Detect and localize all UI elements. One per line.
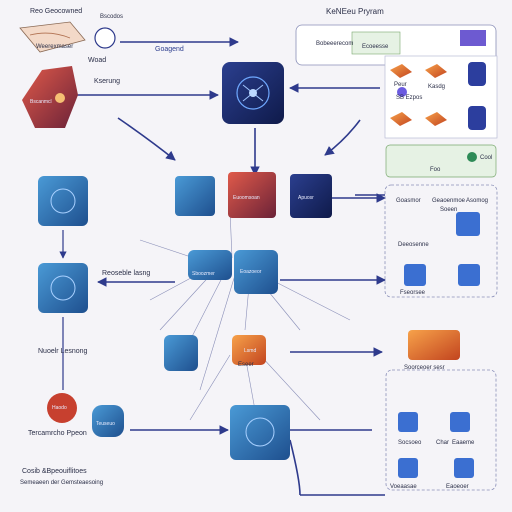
label-cube-dark: Apuosr — [298, 195, 314, 201]
label-green-b: Foo — [430, 167, 441, 173]
cluster-icon-3 — [458, 264, 480, 286]
connector-lines — [70, 37, 386, 496]
label-bottom-left-c: Semeaeen der Gemsteaesoing — [20, 480, 104, 486]
orange-right-node — [408, 330, 460, 360]
label-red-circle: Haodo — [52, 405, 67, 411]
label-top-left-card: Weerexmaser — [36, 44, 74, 50]
br-icon-4 — [454, 458, 474, 478]
label-right-panel-mid: Ecoeesse — [362, 44, 389, 50]
blue-small-node — [92, 405, 124, 437]
left-blue-node-2 — [38, 263, 88, 313]
right-cluster — [384, 184, 498, 298]
label-orange-right: Soorceoer sesr — [404, 365, 445, 371]
label-br-d: Voeaasae — [390, 484, 417, 490]
cluster-icon-1 — [456, 212, 480, 236]
blue-pair-b — [234, 250, 278, 294]
label-blue-small: Teuseuo — [96, 421, 115, 427]
label-blue-pair-b: Eoazoeor — [240, 269, 262, 275]
label-cluster-e: Deeosenne — [398, 242, 429, 248]
label-blue-pair-a: Sboozmer — [192, 271, 215, 277]
hex-node — [22, 66, 78, 128]
label-top-left-title: Reo Geocowned — [30, 8, 83, 15]
label-cluster-b: Geaoenmoe — [432, 198, 466, 204]
top-left-card — [19, 21, 86, 53]
mid-blue-cube — [175, 176, 215, 216]
right-shelf — [384, 55, 498, 139]
label-top-left-note: Bscodos — [100, 14, 124, 20]
glow-dot — [55, 93, 65, 103]
label-right-panel-left: Bobeeerecom — [316, 41, 354, 47]
br-icon-1 — [398, 412, 418, 432]
orange-cube — [232, 335, 266, 365]
label-right-shelf-b: Kasdg — [428, 84, 446, 90]
label-top-center: Goagend — [155, 46, 184, 53]
bottom-center-node — [230, 405, 290, 460]
label-cluster-c: Soeen — [440, 207, 458, 213]
top-left-node — [94, 27, 116, 49]
bottom-right-cluster — [385, 369, 497, 491]
label-top-left-sub: Woad — [88, 57, 107, 64]
label-br-e: Eaoeoer — [446, 484, 469, 490]
small-blue-node — [164, 335, 198, 371]
red-circle-node — [47, 393, 77, 423]
blue-pair-a — [188, 250, 232, 280]
left-blue-node-1 — [38, 176, 88, 226]
label-cluster-a: Goasmor — [396, 198, 421, 204]
mid-dark-cube — [290, 174, 332, 218]
green-panel — [385, 144, 497, 178]
br-icon-3 — [398, 458, 418, 478]
cluster-icon-2 — [404, 264, 426, 286]
label-top-right-title: KeNEeu Pryram — [326, 7, 384, 16]
label-hex: Bscanmcl — [30, 99, 52, 105]
mid-red-cube — [228, 172, 276, 218]
hat-icon — [460, 30, 486, 46]
label-left-mid: Reoseble lasng — [102, 270, 151, 277]
label-orange-cube: Lsmd — [244, 348, 257, 354]
label-bottom-left-a: Tercamrcho Ppeon — [28, 430, 87, 437]
label-left-lower: Nuoelr Lesnong — [38, 348, 88, 355]
label-br-a: Socsoeo — [398, 440, 422, 446]
label-right-shelf-a: Peur — [394, 82, 407, 88]
label-br-c: Eaaeme — [452, 440, 475, 446]
br-icon-2 — [450, 412, 470, 432]
label-hex-side: Kserung — [94, 78, 121, 85]
fan-lines — [139, 209, 351, 421]
label-right-shelf-c: SB Ezpos — [396, 95, 423, 101]
label-br-b: Char — [436, 440, 450, 446]
label-cube-red: Euoomsoan — [233, 195, 260, 201]
label-green-a: Cool — [480, 155, 493, 161]
label-cluster-d: Asomog — [466, 198, 489, 204]
label-bottom-left-b: Cosib &Bpeouiflitoes — [22, 468, 87, 475]
label-cluster-f: Fseorsee — [400, 290, 426, 296]
label-orange-sub: Eseer — [238, 362, 254, 368]
